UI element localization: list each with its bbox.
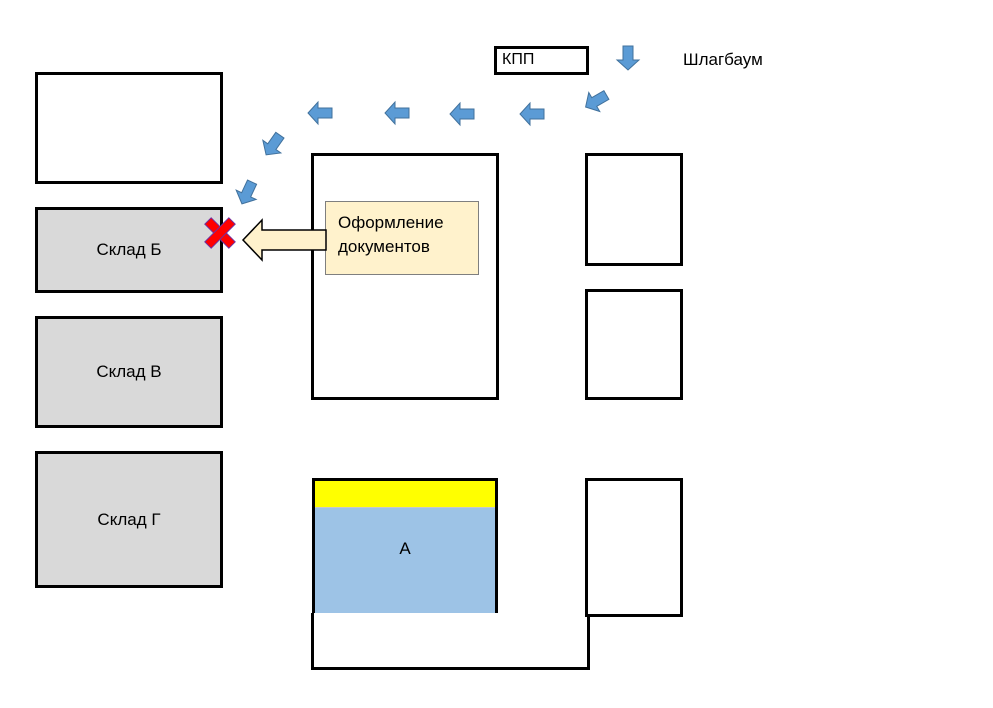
route-arrow-3 bbox=[519, 102, 545, 126]
documents-note: Оформление документов bbox=[325, 201, 479, 275]
cross-icon bbox=[204, 217, 236, 249]
route-arrow-2 bbox=[579, 84, 613, 118]
building-center-main bbox=[311, 153, 499, 400]
checkpoint: КПП bbox=[494, 46, 589, 75]
building-right-top bbox=[585, 153, 683, 266]
documents-note-line2: документов bbox=[338, 237, 430, 256]
warehouse-g: Склад Г bbox=[35, 451, 223, 588]
documents-note-line1: Оформление bbox=[338, 213, 444, 232]
route-arrow-6 bbox=[307, 101, 333, 125]
route-arrow-8 bbox=[231, 176, 263, 210]
route-arrow-7 bbox=[256, 128, 290, 162]
warehouse-b-label: Склад Б bbox=[96, 240, 162, 259]
building-top-left bbox=[35, 72, 223, 184]
warehouse-v: Склад В bbox=[35, 316, 223, 428]
warehouse-g-label: Склад Г bbox=[97, 509, 161, 529]
building-right-bottom bbox=[585, 478, 683, 617]
route-arrow-4 bbox=[449, 102, 475, 126]
building-a-stripe bbox=[315, 481, 495, 508]
warehouse-v-label: Склад В bbox=[96, 362, 162, 381]
warehouse-b: Склад Б bbox=[35, 207, 223, 293]
route-arrow-5 bbox=[384, 101, 410, 125]
building-bottom bbox=[311, 613, 590, 670]
left-arrow-icon bbox=[241, 218, 327, 262]
barrier-label: Шлагбаум bbox=[683, 50, 763, 69]
route-arrow-1 bbox=[616, 45, 640, 71]
building-right-middle bbox=[585, 289, 683, 400]
building-a-label: А bbox=[399, 539, 411, 558]
